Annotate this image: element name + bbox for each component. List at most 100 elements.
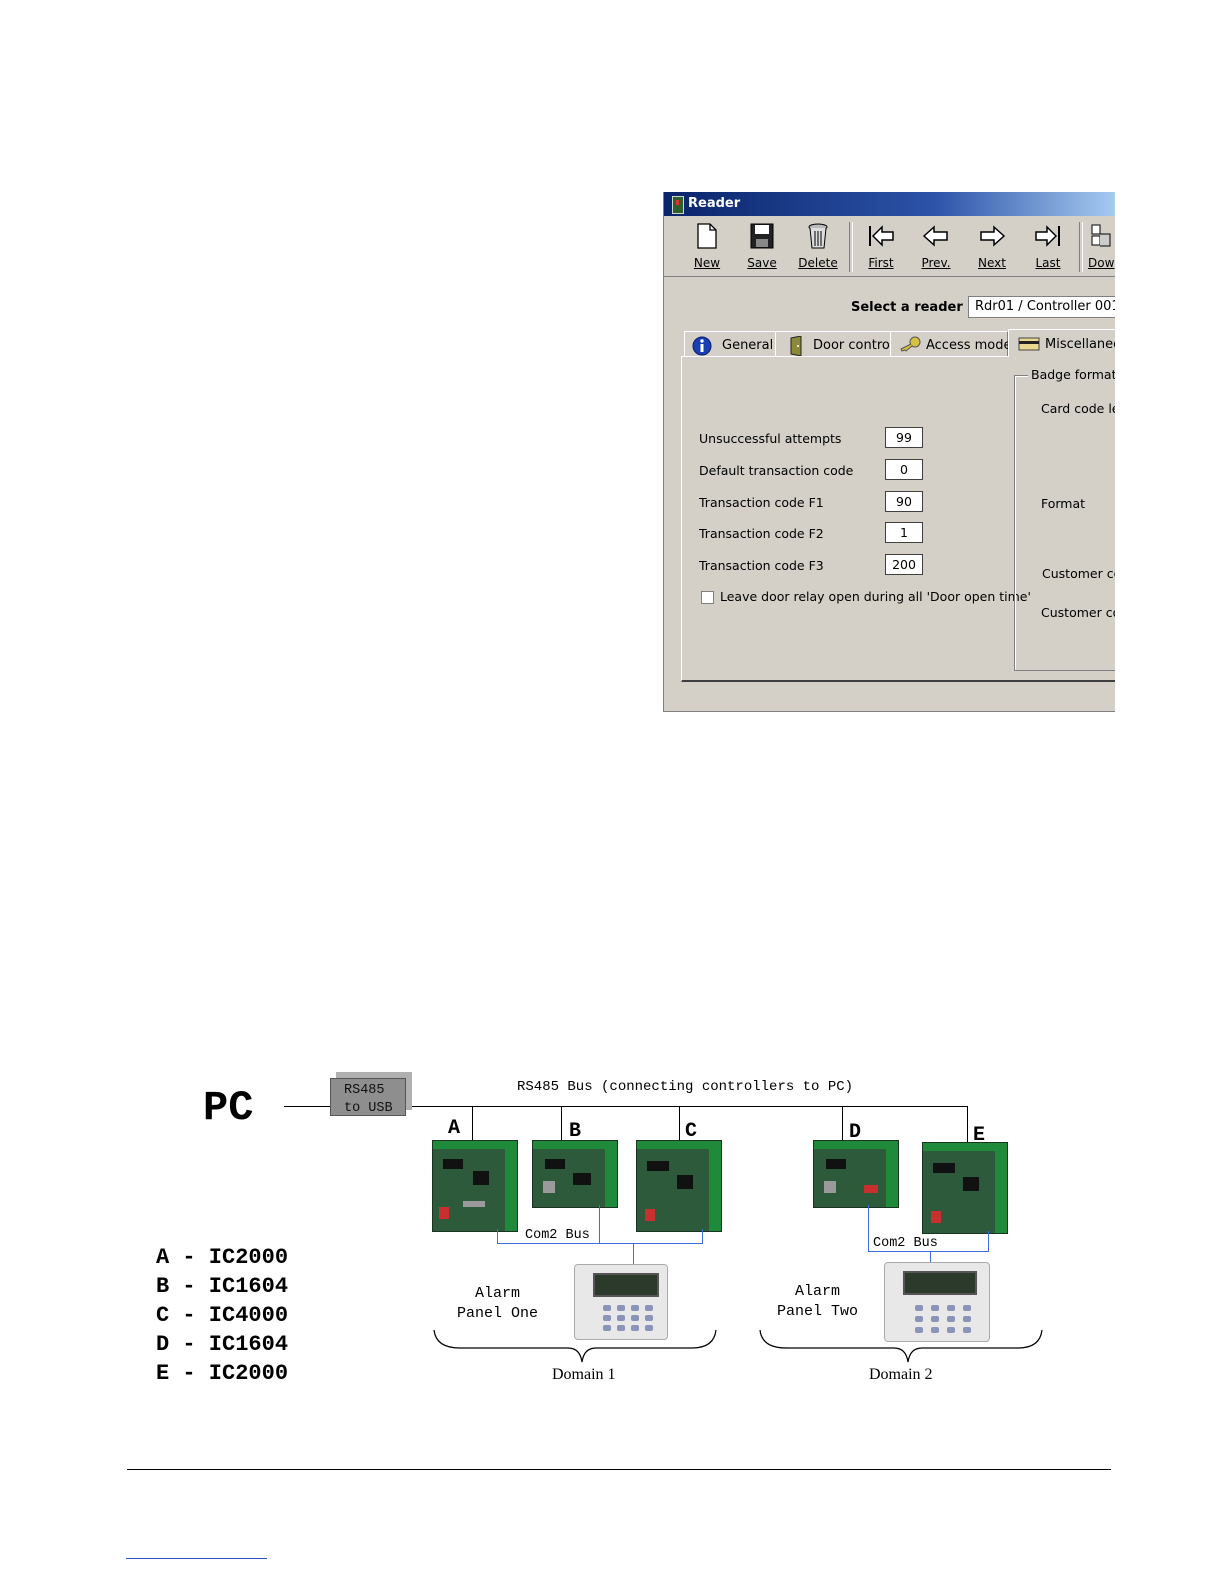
tab-general-label: General: [722, 338, 774, 353]
com2-drop-d: [868, 1205, 869, 1251]
rs485-bus-label: RS485 Bus (connecting controllers to PC): [517, 1079, 854, 1095]
pc-label: PC: [203, 1084, 254, 1132]
drop-line-b: [561, 1106, 562, 1140]
trash-can-icon: [808, 223, 828, 249]
drop-line-a: [472, 1106, 473, 1140]
transaction-code-f3-field[interactable]: 200: [885, 554, 923, 575]
com2-bus-line-one: [497, 1243, 703, 1244]
leave-door-relay-open-checkbox[interactable]: [701, 591, 714, 604]
delete-button[interactable]: Delete: [792, 220, 844, 274]
com2-bus-line-two: [868, 1251, 989, 1252]
badge-format-legend: Badge format -: [1028, 367, 1115, 382]
first-label: First: [868, 256, 894, 270]
tab-door-control[interactable]: Door control: [775, 331, 893, 357]
arrow-last-icon: [1035, 225, 1060, 247]
controller-letter-b: B: [569, 1120, 582, 1143]
drop-line-e: [967, 1106, 968, 1142]
pc-link-line: [284, 1106, 330, 1107]
card-icon: [1018, 337, 1040, 351]
download-button[interactable]: Dow: [1084, 220, 1115, 274]
arrow-first-icon: [869, 225, 894, 247]
arrow-left-icon: [922, 225, 948, 247]
reader-window: Reader New Save Delete: [663, 192, 1115, 712]
save-label: Save: [747, 256, 777, 270]
next-label: Next: [978, 256, 1006, 270]
domain-one-label: Domain 1: [552, 1366, 616, 1383]
key-icon: [900, 336, 921, 352]
save-button[interactable]: Save: [736, 220, 788, 274]
leave-door-relay-open-label: Leave door relay open during all 'Door o…: [720, 589, 1031, 604]
prev-label: Prev.: [921, 256, 951, 270]
controller-board-c: [636, 1140, 722, 1232]
tab-miscellaneous-label: Miscellaneou: [1045, 337, 1115, 352]
com2-drop-c: [702, 1229, 703, 1244]
toolbar-separator: [849, 222, 853, 272]
alarm-one-link: [633, 1243, 634, 1265]
controller-board-a: [432, 1140, 518, 1232]
new-label: New: [693, 256, 721, 270]
window-title: Reader: [688, 196, 741, 211]
legend-item-c: C - IC4000: [156, 1303, 289, 1328]
controller-letter-c: C: [685, 1120, 698, 1143]
badge-format-group: [1014, 375, 1115, 671]
download-icon: [1091, 224, 1111, 247]
alarm-panel-two-label: Alarm Panel Two: [777, 1283, 859, 1320]
prev-button[interactable]: Prev.: [910, 220, 962, 274]
select-reader-label: Select a reader :: [851, 300, 973, 315]
transaction-code-f2-label: Transaction code F2: [699, 526, 824, 541]
download-label: Dow: [1088, 256, 1115, 270]
drop-line-d: [842, 1106, 843, 1140]
controller-letter-e: E: [973, 1124, 986, 1147]
last-button[interactable]: Last: [1022, 220, 1074, 274]
alarm-two-link: [930, 1251, 931, 1263]
domain-two-label: Domain 2: [869, 1366, 933, 1383]
toolbar: New Save Delete First: [664, 216, 1115, 277]
controller-board-b: [532, 1140, 618, 1208]
transaction-code-f1-label: Transaction code F1: [699, 495, 824, 510]
com2-drop-b: [599, 1205, 600, 1244]
toolbar-separator: [1079, 222, 1083, 272]
tab-miscellaneous[interactable]: Miscellaneou: [1008, 329, 1115, 357]
door-icon: [790, 336, 802, 356]
tab-access-mode-label: Access mode: [926, 338, 1012, 353]
controller-board-d: [813, 1140, 899, 1208]
info-icon: [692, 336, 712, 356]
unsuccessful-attempts-field[interactable]: 99: [885, 427, 923, 448]
customer-code-label-2: Customer co: [1041, 605, 1115, 620]
footer-rule: [127, 1469, 1111, 1470]
com2-drop-e: [988, 1231, 989, 1251]
reader-select[interactable]: Rdr01 / Controller 001: [968, 296, 1115, 318]
delete-label: Delete: [798, 256, 838, 270]
com2-bus-label-one: Com2 Bus: [525, 1228, 590, 1243]
rs485-bus-line: [412, 1106, 968, 1107]
alarm-panel-one-label: Alarm Panel One: [457, 1285, 539, 1322]
reader-icon: [672, 196, 684, 214]
default-transaction-code-label: Default transaction code: [699, 463, 854, 478]
controller-letter-d: D: [849, 1121, 862, 1144]
domain-one-brace: [433, 1329, 717, 1363]
tab-general[interactable]: General: [684, 331, 776, 357]
floppy-disk-icon: [750, 223, 774, 249]
transaction-code-f1-field[interactable]: 90: [885, 491, 923, 512]
alarm-keypad-two: [884, 1262, 990, 1342]
com2-drop-a: [497, 1229, 498, 1244]
legend-item-d: D - IC1604: [156, 1332, 289, 1357]
domain-two-brace: [759, 1329, 1043, 1363]
first-button[interactable]: First: [855, 220, 907, 274]
card-code-length-label: Card code ler: [1041, 401, 1115, 416]
miscellaneous-panel: [681, 356, 1115, 682]
legend-item-b: B - IC1604: [156, 1274, 289, 1299]
format-label: Format: [1041, 496, 1086, 511]
new-button[interactable]: New: [681, 220, 733, 274]
title-bar[interactable]: Reader: [664, 192, 1115, 216]
default-transaction-code-field[interactable]: 0: [885, 459, 923, 480]
drop-line-c: [679, 1106, 680, 1140]
unsuccessful-attempts-label: Unsuccessful attempts: [699, 431, 842, 446]
last-label: Last: [1035, 256, 1061, 270]
converter-label: RS485 to USB: [344, 1083, 393, 1116]
transaction-code-f3-label: Transaction code F3: [699, 558, 824, 573]
tab-access-mode[interactable]: Access mode: [890, 331, 1012, 357]
next-button[interactable]: Next: [966, 220, 1018, 274]
footer-link-underline: [126, 1558, 267, 1559]
transaction-code-f2-field[interactable]: 1: [885, 522, 923, 543]
